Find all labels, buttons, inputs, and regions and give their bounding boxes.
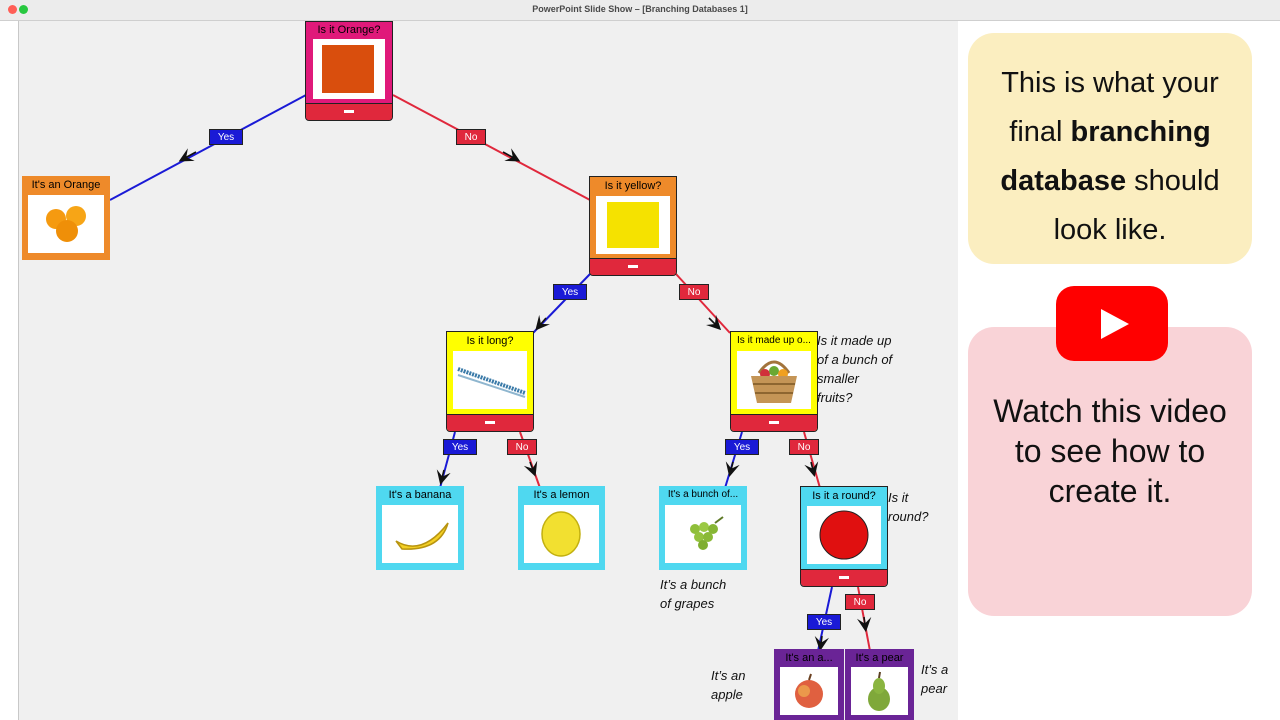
- pear-icon: [851, 667, 908, 715]
- window-titlebar: PowerPoint Slide Show – [Branching Datab…: [0, 0, 1280, 21]
- yes-label: Yes: [725, 439, 759, 455]
- no-label: No: [845, 594, 875, 610]
- window-title: PowerPoint Slide Show – [Branching Datab…: [532, 4, 748, 14]
- oranges-icon: [28, 195, 104, 253]
- youtube-play-icon[interactable]: [1056, 286, 1168, 361]
- apple-icon: [780, 667, 838, 715]
- node-label: It's a bunch of...: [667, 489, 739, 500]
- collapse-button[interactable]: [590, 258, 676, 275]
- yes-label: Yes: [807, 614, 841, 630]
- orange-color-swatch: [313, 39, 385, 99]
- node-label: It's an a...: [785, 652, 833, 664]
- node-its-an-orange[interactable]: It's an Orange: [22, 176, 110, 260]
- no-label: No: [789, 439, 819, 455]
- lemon-icon: [524, 505, 599, 563]
- node-is-it-a-round[interactable]: Is it a round?: [800, 486, 888, 587]
- video-card: Watch this video to see how to create it…: [968, 327, 1252, 616]
- red-circle-icon: [807, 506, 881, 564]
- collapse-button[interactable]: [801, 569, 887, 586]
- node-label: Is it Orange?: [317, 24, 381, 36]
- collapse-button[interactable]: [731, 414, 817, 431]
- intro-card: This is what your final branching databa…: [968, 33, 1252, 264]
- fruit-basket-icon: [737, 351, 811, 409]
- yes-label: Yes: [553, 284, 587, 300]
- collapse-button[interactable]: [306, 103, 392, 120]
- banana-icon: [382, 505, 458, 563]
- node-its-a-banana[interactable]: It's a banana: [376, 486, 464, 570]
- node-label: Is it made up o...: [737, 335, 811, 346]
- node-is-it-orange[interactable]: Is it Orange?: [305, 21, 393, 121]
- grapes-icon: [665, 505, 741, 563]
- close-window-icon[interactable]: [8, 5, 17, 14]
- video-card-text: Watch this video to see how to create it…: [993, 393, 1227, 509]
- node-label: Is it a round?: [812, 490, 876, 502]
- yes-label: Yes: [209, 129, 243, 145]
- yes-label: Yes: [443, 439, 477, 455]
- node-label: It's an Orange: [31, 179, 101, 191]
- node-is-it-made-up-of[interactable]: Is it made up o...: [730, 331, 818, 432]
- node-label: Is it long?: [466, 335, 514, 347]
- yellow-color-swatch: [596, 196, 670, 254]
- node-label: It's a banana: [388, 489, 452, 501]
- maximize-window-icon[interactable]: [19, 5, 28, 14]
- no-label: No: [679, 284, 709, 300]
- node-label: Is it yellow?: [604, 180, 662, 192]
- node-its-a-lemon[interactable]: It's a lemon: [518, 486, 605, 570]
- node-its-an-apple[interactable]: It's an a...: [774, 649, 844, 720]
- node-its-a-bunch-of[interactable]: It's a bunch of...: [659, 486, 747, 570]
- node-label: It's a pear: [855, 652, 904, 664]
- no-label: No: [507, 439, 537, 455]
- collapse-button[interactable]: [447, 414, 533, 431]
- node-its-a-pear[interactable]: It's a pear: [845, 649, 914, 720]
- node-is-it-long[interactable]: Is it long?: [446, 331, 534, 432]
- node-label: It's a lemon: [533, 489, 590, 501]
- long-ruler-icon: [453, 351, 527, 409]
- intro-text: This is what your final branching databa…: [1000, 67, 1220, 246]
- no-label: No: [456, 129, 486, 145]
- node-is-it-yellow[interactable]: Is it yellow?: [589, 176, 677, 276]
- slide-margin: [0, 21, 18, 720]
